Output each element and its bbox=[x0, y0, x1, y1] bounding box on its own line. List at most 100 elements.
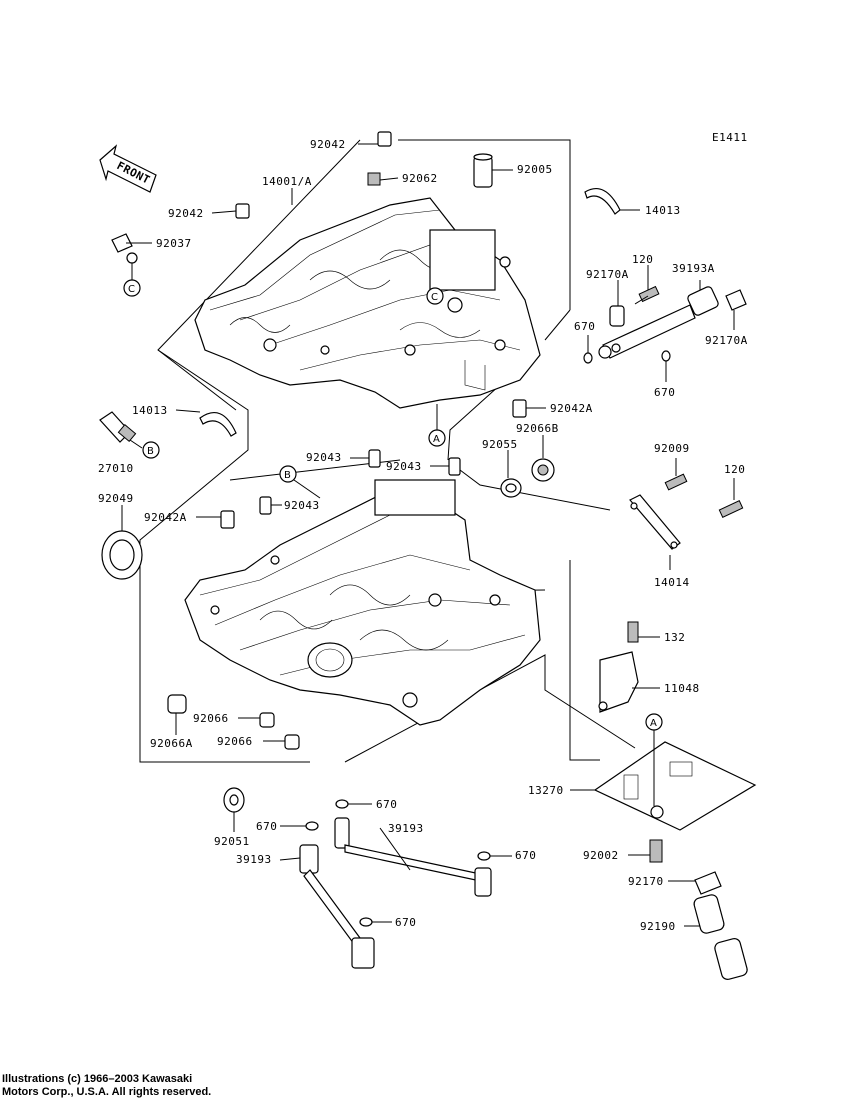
part-label: 39193A bbox=[672, 262, 715, 275]
part-label: 92066B bbox=[516, 422, 559, 435]
part-label: 92005 bbox=[517, 163, 553, 176]
part-92042A-dowel-left bbox=[220, 510, 235, 529]
part-label: 92190 bbox=[640, 920, 676, 933]
part-label: 92066 bbox=[217, 735, 253, 748]
part-label: 120 bbox=[632, 253, 653, 266]
part-27010-oil-pressure-switch bbox=[99, 411, 137, 443]
svg-text:B: B bbox=[284, 470, 291, 481]
part-label: 39193 bbox=[236, 853, 272, 866]
callout-a-upper: A bbox=[428, 404, 446, 447]
part-label: 92043 bbox=[306, 451, 342, 464]
part-label: 14014 bbox=[654, 576, 690, 589]
callout-c-bracket: C bbox=[123, 263, 141, 297]
part-label: 92170 bbox=[628, 875, 664, 888]
part-label: 92037 bbox=[156, 237, 192, 250]
part-39193-oil-pipe-left bbox=[299, 844, 375, 969]
part-92005-sleeve bbox=[473, 153, 493, 188]
part-label: 39193 bbox=[388, 822, 424, 835]
part-label: 27010 bbox=[98, 462, 134, 475]
part-label: 120 bbox=[724, 463, 745, 476]
part-92055-o-ring bbox=[500, 478, 522, 498]
part-670-o-ring-mid bbox=[335, 799, 349, 809]
upper-crankcase bbox=[194, 197, 541, 409]
part-label: 92042 bbox=[310, 138, 346, 151]
copyright-line-2: Motors Corp., U.S.A. All rights reserved… bbox=[2, 1086, 212, 1098]
part-92043-dowel-top-left bbox=[368, 449, 381, 468]
copyright-notice: Illustrations (c) 1966–2003 Kawasaki Mot… bbox=[2, 1073, 211, 1099]
callout-b-sensor: B bbox=[142, 441, 160, 459]
diagram-code: E1411 bbox=[712, 131, 748, 144]
part-label: 670 bbox=[395, 916, 416, 929]
svg-text:A: A bbox=[433, 434, 440, 445]
part-39193-oil-pipe-mid bbox=[334, 817, 492, 897]
part-label: 670 bbox=[376, 798, 397, 811]
part-label: 132 bbox=[664, 631, 685, 644]
part-92170-clamp bbox=[694, 871, 722, 895]
part-92002-bolt bbox=[649, 839, 663, 863]
part-120-bolt-top bbox=[634, 285, 660, 305]
part-92037-bracket bbox=[111, 233, 138, 264]
part-label: 92043 bbox=[386, 460, 422, 473]
part-label: 92062 bbox=[402, 172, 438, 185]
part-label: 11048 bbox=[664, 682, 700, 695]
part-92042A-dowel-right bbox=[512, 399, 527, 418]
part-label: 14001/A bbox=[262, 175, 312, 188]
part-92049-oil-seal bbox=[101, 530, 143, 580]
part-92066B-plug bbox=[531, 458, 555, 482]
svg-text:C: C bbox=[128, 284, 135, 295]
part-label: 92055 bbox=[482, 438, 518, 451]
svg-text:C: C bbox=[431, 292, 438, 303]
part-132-bolt bbox=[627, 621, 639, 643]
part-92170A-clamp-right bbox=[725, 289, 747, 311]
part-11048-bracket bbox=[598, 651, 639, 713]
part-14013-half-ring-left bbox=[199, 412, 237, 437]
part-label: 92042A bbox=[144, 511, 187, 524]
part-label: 670 bbox=[515, 849, 536, 862]
part-92066A-plug bbox=[167, 694, 187, 714]
part-92066-plug-lower bbox=[284, 734, 300, 750]
part-92051-seal bbox=[223, 787, 245, 813]
part-670-o-ring-left bbox=[305, 821, 319, 831]
leader-lines bbox=[121, 143, 735, 927]
part-92042-dowel-left bbox=[235, 203, 250, 219]
part-label: 670 bbox=[574, 320, 595, 333]
part-670-o-ring-upper-left bbox=[583, 352, 593, 364]
copyright-line-1: Illustrations (c) 1966–2003 Kawasaki bbox=[2, 1073, 193, 1085]
part-number-labels: 92042 14001/A 92062 92005 92042 92037 14… bbox=[98, 138, 748, 933]
part-92043-dowel-mid bbox=[259, 496, 272, 515]
part-92066-plug-upper bbox=[259, 712, 275, 728]
part-label: 92042 bbox=[168, 207, 204, 220]
part-670-o-ring-upper-right bbox=[661, 350, 671, 362]
front-arrow-icon: FRONT bbox=[99, 144, 157, 193]
part-label: 92049 bbox=[98, 492, 134, 505]
part-label: 14013 bbox=[645, 204, 681, 217]
svg-text:A: A bbox=[650, 718, 657, 729]
part-92043-dowel-top-right bbox=[448, 457, 461, 476]
part-label: 92009 bbox=[654, 442, 690, 455]
part-label: 92170A bbox=[586, 268, 629, 281]
part-14013-half-ring-right bbox=[584, 188, 621, 215]
part-label: 670 bbox=[654, 386, 675, 399]
part-92170A-clamp-left bbox=[609, 305, 625, 327]
lower-crankcase bbox=[184, 479, 541, 726]
callout-b-case: B bbox=[279, 465, 321, 499]
part-label: 92066 bbox=[193, 712, 229, 725]
part-13270-baffle-plate bbox=[593, 741, 757, 831]
part-label: 92170A bbox=[705, 334, 748, 347]
part-label: 14013 bbox=[132, 404, 168, 417]
part-label: 92051 bbox=[214, 835, 250, 848]
part-92190-hose bbox=[693, 894, 748, 980]
svg-text:B: B bbox=[147, 446, 154, 457]
part-label: 13270 bbox=[528, 784, 564, 797]
part-label: 670 bbox=[256, 820, 277, 833]
part-oil-pipe-39193A bbox=[598, 286, 719, 359]
part-92042-dowel-top bbox=[377, 131, 392, 147]
part-92062-stud bbox=[367, 172, 381, 186]
callout-c-case: C bbox=[426, 287, 444, 305]
part-120-bolt-right bbox=[718, 500, 744, 518]
part-label: 92043 bbox=[284, 499, 320, 512]
callout-a-lower: A bbox=[645, 713, 663, 731]
part-670-o-ring-right bbox=[477, 851, 491, 861]
part-label: 92002 bbox=[583, 849, 619, 862]
